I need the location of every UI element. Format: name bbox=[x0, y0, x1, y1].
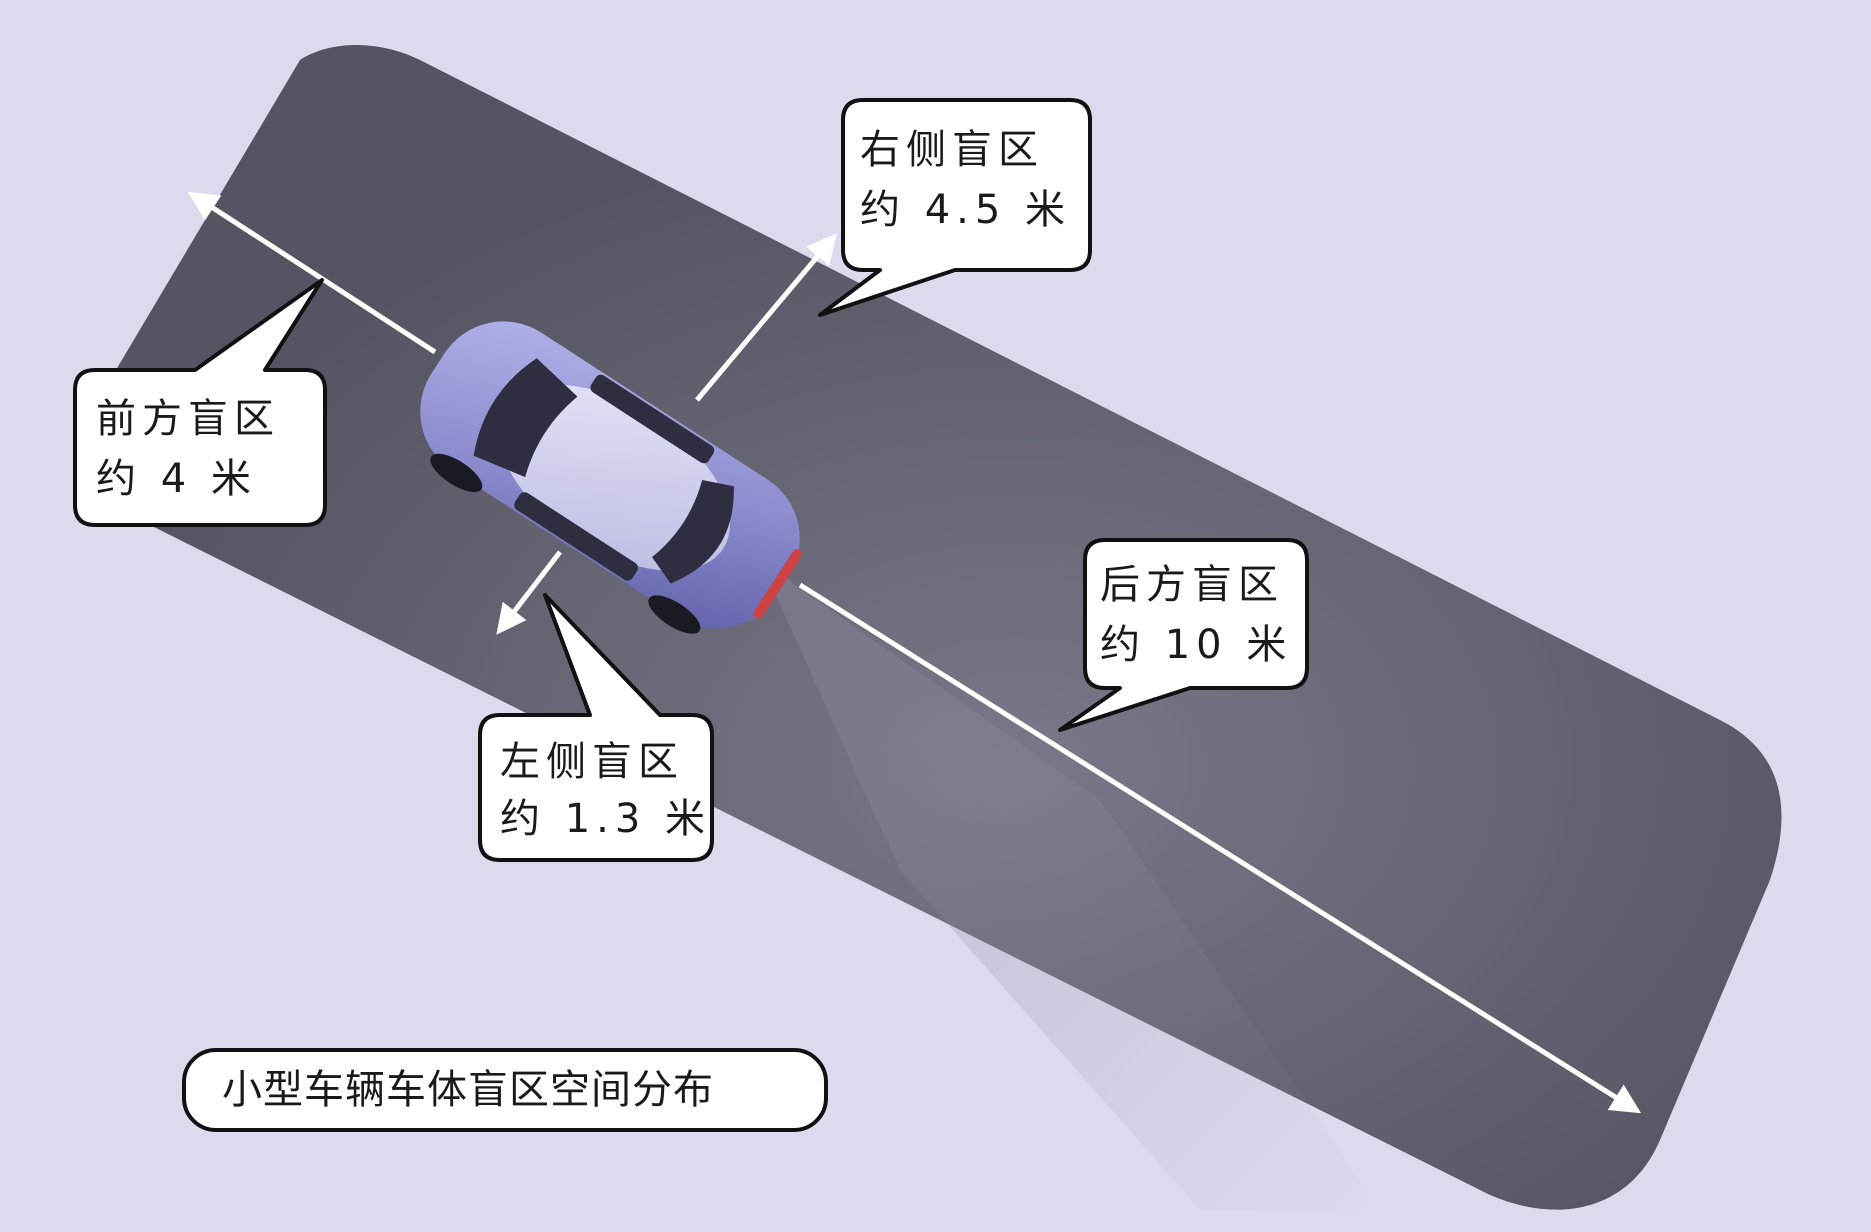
windshield bbox=[473, 358, 578, 478]
callout-left: 左侧盲区 约 1.3 米 bbox=[478, 593, 714, 862]
caption-box: 小型车辆车体盲区空间分布 bbox=[182, 1048, 828, 1132]
right-arrow bbox=[695, 233, 837, 402]
callout-left-bubble bbox=[478, 593, 714, 862]
rear-window bbox=[652, 479, 734, 584]
callout-rear: 后方盲区 约 10 米 bbox=[1058, 538, 1309, 732]
callout-right-line2: 约 4.5 米 bbox=[860, 187, 1071, 233]
car bbox=[420, 321, 803, 634]
left-arrow bbox=[496, 550, 562, 635]
callout-front: 前方盲区 约 4 米 bbox=[73, 278, 327, 527]
callout-left-line2: 约 1.3 米 bbox=[500, 796, 711, 842]
callout-front-line1: 前方盲区 bbox=[96, 396, 280, 442]
side-window-right bbox=[590, 374, 715, 464]
callout-right: 右侧盲区 约 4.5 米 bbox=[818, 98, 1092, 317]
callout-right-line1: 右侧盲区 bbox=[860, 127, 1044, 173]
callout-rear-line2: 约 10 米 bbox=[1100, 622, 1292, 668]
wheel-rear-left bbox=[648, 595, 701, 634]
wheel-front-left bbox=[430, 453, 483, 493]
caption-border bbox=[182, 1048, 828, 1132]
tail-light bbox=[753, 549, 803, 619]
callout-front-bubble bbox=[73, 278, 327, 527]
side-window-left bbox=[514, 492, 638, 581]
callout-rear-bubble bbox=[1058, 538, 1309, 732]
callout-left-line1: 左侧盲区 bbox=[500, 739, 684, 785]
callout-rear-line1: 后方盲区 bbox=[1100, 562, 1284, 608]
callout-front-line2: 约 4 米 bbox=[96, 456, 257, 502]
front-arrow bbox=[187, 191, 437, 355]
light-beam bbox=[760, 560, 1380, 1210]
rear-arrow bbox=[798, 582, 1642, 1114]
callout-right-bubble bbox=[818, 98, 1092, 317]
caption-text: 小型车辆车体盲区空间分布 bbox=[222, 1067, 714, 1113]
